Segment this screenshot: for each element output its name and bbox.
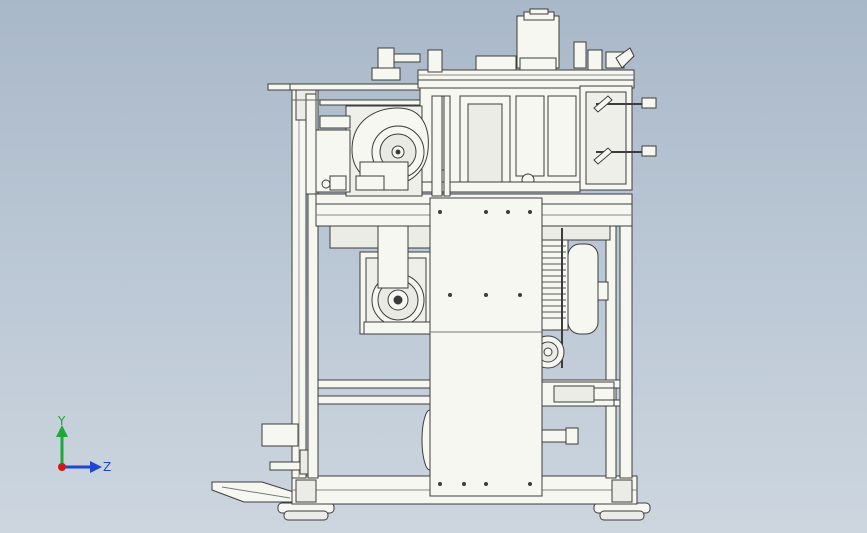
y-axis-arrowhead — [56, 425, 68, 437]
z-axis-arrowhead — [90, 461, 102, 473]
right-inner-post — [605, 219, 617, 479]
guide-rod-left — [431, 95, 443, 197]
guide-rod-right — [443, 95, 451, 197]
right-clamp-assembly — [579, 85, 657, 191]
x-axis-origin — [58, 463, 66, 471]
pneumatic-cylinder — [539, 381, 615, 445]
z-axis-label: Z — [103, 460, 111, 474]
gear-motor — [359, 225, 433, 335]
top-frame-bar — [267, 83, 429, 91]
mid-crossbar-lower — [317, 395, 439, 405]
y-axis-label: Y — [57, 414, 66, 428]
left-bottom-bracket — [261, 423, 299, 447]
top-servo-motor — [516, 8, 560, 71]
right-outer-post — [619, 199, 633, 479]
center-mount-plate — [429, 197, 543, 497]
cam-wheel — [345, 105, 429, 197]
coordinate-triad: Y Z — [56, 414, 111, 474]
upper-housing — [419, 87, 581, 193]
mid-crossbar-upper — [317, 379, 439, 389]
